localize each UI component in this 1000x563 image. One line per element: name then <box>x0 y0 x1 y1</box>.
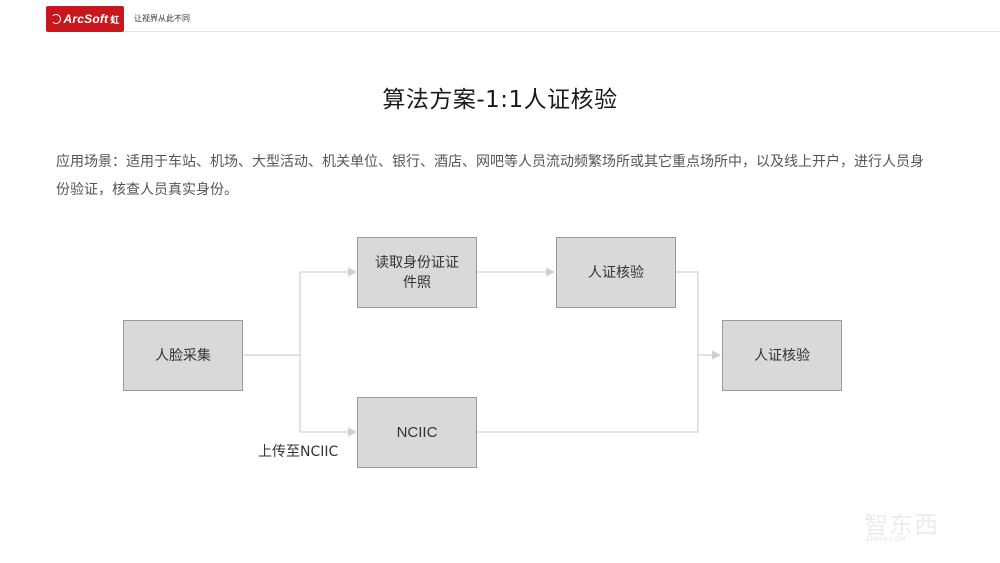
header-divider <box>124 31 1000 32</box>
logo-cn-text: 虹软 <box>80 15 120 52</box>
watermark: 智东西 <box>864 511 939 539</box>
watermark-sub: ZHIDX.COM <box>866 536 906 543</box>
node-id-verify-2: 人证核验 <box>722 320 842 391</box>
edge-split-to-nciic <box>299 355 357 437</box>
slide-title: 算法方案-1:1人证核验 <box>382 87 618 113</box>
node-read-id-photo: 读取身份证证件照 <box>357 237 477 308</box>
scenario-description: 应用场景：适用于车站、机场、大型活动、机关单位、银行、酒店、网吧等人员流动频繁场… <box>56 154 924 198</box>
arcsoft-swoosh-icon <box>50 14 61 24</box>
edge-nciic-to-merge <box>477 355 699 433</box>
node-id-verify-1: 人证核验 <box>556 237 676 308</box>
slogan: 让视界从此不同 <box>134 14 190 23</box>
edge-verify-to-merge <box>675 271 721 360</box>
edge-label-upload-nciic: 上传至NCIIC <box>258 444 339 460</box>
edge-split-to-read-id <box>299 267 357 355</box>
logo-text: ArcSoft <box>63 12 109 26</box>
node-face-capture: 人脸采集 <box>123 320 243 391</box>
node-nciic: NCIIC <box>357 397 477 468</box>
